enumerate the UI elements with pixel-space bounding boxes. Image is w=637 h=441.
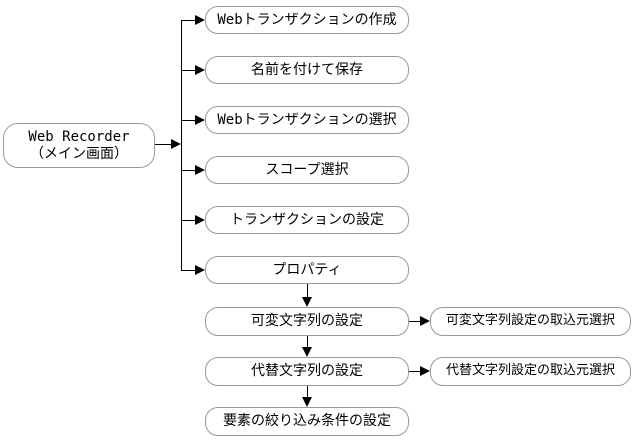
node-save-as: 名前を付けて保存	[205, 56, 409, 84]
node-variable-string-settings: 可変文字列の設定	[205, 307, 409, 336]
node-label: トランザクションの設定	[230, 211, 384, 228]
connector-branch-3-line	[181, 120, 195, 121]
connector-branch-5-line	[181, 220, 195, 221]
node-web-recorder-label-line2: （メイン画面）	[30, 145, 128, 162]
node-web-recorder-main: Web Recorder （メイン画面）	[3, 123, 155, 168]
connector-alt-to-element-line	[307, 386, 308, 397]
connector-branch-6-line	[181, 270, 195, 271]
arrowhead-down-2-icon	[302, 347, 312, 357]
arrowhead-branch-1-icon	[195, 15, 205, 25]
node-label: 可変文字列設定の取込元選択	[445, 313, 615, 329]
node-label: 可変文字列の設定	[251, 313, 363, 330]
node-label: スコープ選択	[265, 161, 349, 178]
node-create-web-transaction: Webトランザクションの作成	[205, 6, 409, 34]
connector-variable-source-line	[409, 321, 420, 322]
node-alt-string-source-select: 代替文字列設定の取込元選択	[430, 357, 631, 386]
node-select-web-transaction: Webトランザクションの選択	[205, 106, 409, 134]
node-label: 代替文字列の設定	[251, 363, 363, 380]
arrowhead-branch-3-icon	[195, 115, 205, 125]
arrowhead-side-1-icon	[420, 316, 430, 326]
connector-alt-source-line	[409, 371, 420, 372]
node-label: 代替文字列設定の取込元選択	[445, 363, 615, 379]
arrowhead-branch-5-icon	[195, 215, 205, 225]
connector-trunk-line	[181, 20, 182, 270]
node-variable-string-source-select: 可変文字列設定の取込元選択	[430, 307, 631, 336]
connector-properties-to-variable-line	[307, 284, 308, 297]
arrowhead-branch-2-icon	[195, 65, 205, 75]
arrowhead-root-icon	[171, 139, 181, 149]
node-scope-select: スコープ選択	[205, 156, 409, 184]
connector-branch-4-line	[181, 170, 195, 171]
node-label: 名前を付けて保存	[251, 61, 363, 78]
arrowhead-branch-4-icon	[195, 165, 205, 175]
node-properties: プロパティ	[205, 256, 409, 284]
node-label: Webトランザクションの作成	[217, 11, 397, 28]
arrowhead-side-2-icon	[420, 366, 430, 376]
connector-variable-to-alt-line	[307, 336, 308, 347]
node-alt-string-settings: 代替文字列の設定	[205, 357, 409, 386]
node-web-recorder-label-line1: Web Recorder	[28, 129, 130, 146]
node-element-filter-settings: 要素の絞り込み条件の設定	[205, 407, 409, 436]
connector-root-line	[155, 144, 172, 145]
node-label: 要素の絞り込み条件の設定	[223, 413, 391, 430]
arrowhead-down-1-icon	[302, 297, 312, 307]
arrowhead-down-3-icon	[302, 397, 312, 407]
node-label: Webトランザクションの選択	[217, 111, 397, 128]
arrowhead-branch-6-icon	[195, 265, 205, 275]
connector-branch-1-line	[181, 20, 195, 21]
connector-branch-2-line	[181, 70, 195, 71]
node-transaction-settings: トランザクションの設定	[205, 206, 409, 234]
node-label: プロパティ	[272, 261, 342, 278]
